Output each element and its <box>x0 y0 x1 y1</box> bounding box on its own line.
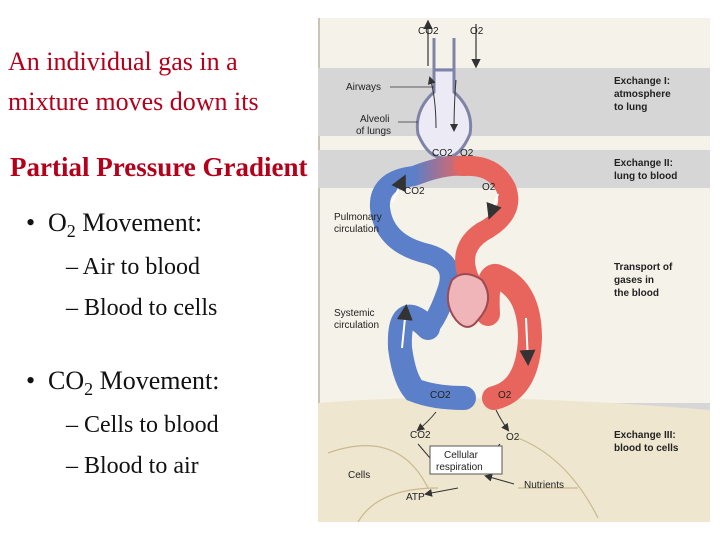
cellular-respiration-box <box>429 445 503 475</box>
bullet-subscript: 2 <box>66 221 76 241</box>
label-pulmonary-1: Pulmonary <box>334 212 382 223</box>
flow-arrow-pulmonary-in <box>391 174 406 203</box>
gas-co2-systemic: CO2 <box>430 390 451 401</box>
label-cellular-2: respiration <box>436 462 483 473</box>
exchange-i-band <box>318 68 710 136</box>
co2-item-cells-to-blood: – Cells to blood <box>66 412 219 438</box>
label-transport-1: Transport of <box>614 262 673 273</box>
flow-arrow-pulmonary-out <box>486 193 502 220</box>
gas-o2-pulmonary: O2 <box>482 182 496 193</box>
co2-item-blood-to-air: – Blood to air <box>66 453 199 479</box>
label-cellular-1: Cellular <box>444 450 479 461</box>
gas-co2-alveolus: CO2 <box>432 148 453 159</box>
label-exchange1-2: atmosphere <box>614 89 671 100</box>
label-atp: ATP <box>406 492 425 503</box>
bullet-dot: • <box>26 208 36 237</box>
alveolus-o2-arrow <box>450 79 459 132</box>
gas-co2-top: CO2 <box>418 26 439 37</box>
label-nutrients: Nutrients <box>524 480 564 491</box>
o2-item-blood-to-cells: – Blood to cells <box>66 295 218 321</box>
bullet-o2-movement: • O2 Movement: <box>26 208 202 242</box>
heart <box>446 273 489 328</box>
gas-exchange-diagram: CO2 O2 CO2 O2 CO2 O2 CO2 O2 CO2 O2 Airwa… <box>318 18 710 522</box>
intro-line-1: An individual gas in a <box>8 47 238 76</box>
bullet-prefix: O <box>48 208 67 237</box>
respiration-to-atp-arrow <box>424 487 459 497</box>
label-airways: Airways <box>346 82 381 93</box>
label-pulmonary-2: circulation <box>334 224 379 235</box>
intro-line-2: mixture moves down its <box>8 87 259 116</box>
label-cells: Cells <box>348 470 370 481</box>
slide-heading: Partial Pressure Gradient <box>10 152 308 182</box>
gas-o2-cells: O2 <box>506 432 520 443</box>
co2-to-respiration-line <box>417 443 431 459</box>
label-transport-3: the blood <box>614 288 659 299</box>
label-transport-2: gases in <box>614 275 654 286</box>
nutrients-arrow <box>484 473 515 485</box>
label-exchange3-2: blood to cells <box>614 443 679 454</box>
pulmonary-artery <box>369 166 460 338</box>
gas-o2-alveolus: O2 <box>460 148 474 159</box>
tissue-cells <box>318 397 710 522</box>
label-exchange1-3: to lung <box>614 102 647 113</box>
bullet-suffix: Movement: <box>93 366 220 395</box>
flow-arrow-systemic-in <box>396 304 413 349</box>
bullet-prefix: CO <box>48 366 85 395</box>
intro-text: An individual gas in a mixture moves dow… <box>8 42 328 122</box>
label-exchange2-1: Exchange II: <box>614 158 673 169</box>
o2-item-air-to-blood: – Air to blood <box>66 254 201 280</box>
systemic-artery <box>475 264 543 410</box>
label-exchange2-2: lung to blood <box>614 171 677 182</box>
gas-o2-top: O2 <box>470 26 484 37</box>
bullet-subscript: 2 <box>84 379 94 399</box>
figure-left-edge <box>318 18 320 522</box>
bullet-dot: • <box>26 366 36 395</box>
gas-o2-systemic: O2 <box>498 390 512 401</box>
label-alveoli-2: of lungs <box>356 126 391 137</box>
cells-co2-arrow <box>416 411 437 432</box>
label-alveoli-1: Alveoli <box>360 114 389 125</box>
blood-o2-arrow <box>495 409 510 432</box>
label-systemic-1: Systemic <box>334 308 375 319</box>
label-systemic-2: circulation <box>334 320 379 331</box>
gas-co2-pulmonary: CO2 <box>404 186 425 197</box>
gas-co2-cells: CO2 <box>410 430 431 441</box>
label-exchange3-1: Exchange III: <box>614 430 676 441</box>
flow-arrow-systemic-out <box>519 317 536 366</box>
bullet-suffix: Movement: <box>75 208 203 237</box>
cell-boundaries <box>327 437 599 522</box>
alveolus-co2-arrow <box>427 76 437 129</box>
label-exchange1-1: Exchange I: <box>614 76 670 87</box>
bullet-co2-movement: • CO2 Movement: <box>26 366 220 400</box>
